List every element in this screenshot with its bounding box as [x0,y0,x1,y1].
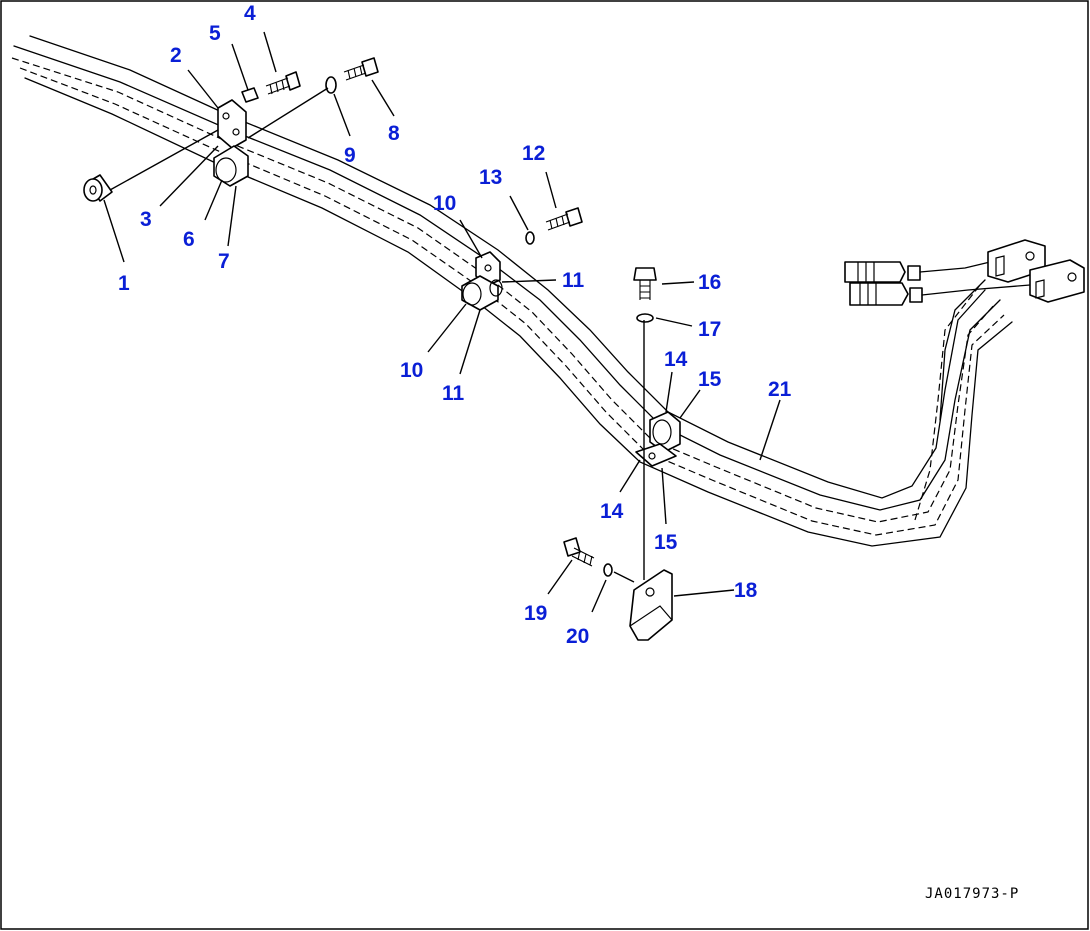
callout-10-bottom: 10 [400,359,423,382]
callout-19: 19 [524,602,547,625]
callout-9: 9 [344,144,356,167]
callout-14-bottom: 14 [600,500,624,523]
callout-4: 4 [244,2,256,25]
callout-11-right: 11 [562,269,585,292]
callout-12: 12 [522,142,545,165]
callout-2: 2 [170,44,182,67]
callout-7: 7 [218,250,230,273]
clamp-assembly-middle [461,231,535,311]
callout-14-top: 14 [664,348,688,371]
callout-18: 18 [734,579,758,602]
callout-11-bottom: 11 [442,382,465,405]
hose-bundle [11,35,1013,547]
drawing-code: JA017973-P [925,886,1019,902]
hose-couplings [844,239,1085,306]
bolt-part-8 [343,57,379,81]
bolt-part-19 [563,537,595,567]
bracket-part-18 [629,569,673,641]
washer-part-9 [325,76,337,94]
callout-labels: 1 2 3 4 5 6 7 8 9 10 10 11 11 12 13 14 1… [118,2,792,648]
callout-1: 1 [118,272,130,295]
bolt-part-16 [633,267,657,300]
clamp-assembly-right [635,411,681,467]
callout-10-top: 10 [433,192,456,215]
callout-15-bottom: 15 [654,531,678,554]
washer-part-20 [603,563,613,577]
callout-3: 3 [140,208,152,231]
callout-20: 20 [566,625,589,648]
callout-16: 16 [698,271,721,294]
callout-15-top: 15 [698,368,722,391]
callout-21: 21 [768,378,792,401]
callout-17: 17 [698,318,721,341]
washer-part-17 [636,313,654,323]
clamp-assembly-left [213,87,259,187]
leader-lines [103,31,781,613]
callout-6: 6 [183,228,195,251]
spacer-part-1 [83,174,113,202]
callout-13: 13 [479,166,502,189]
bolt-part-12 [545,207,583,231]
callout-8: 8 [388,122,400,145]
callout-5: 5 [209,22,221,45]
bolt-part-4 [265,71,301,95]
